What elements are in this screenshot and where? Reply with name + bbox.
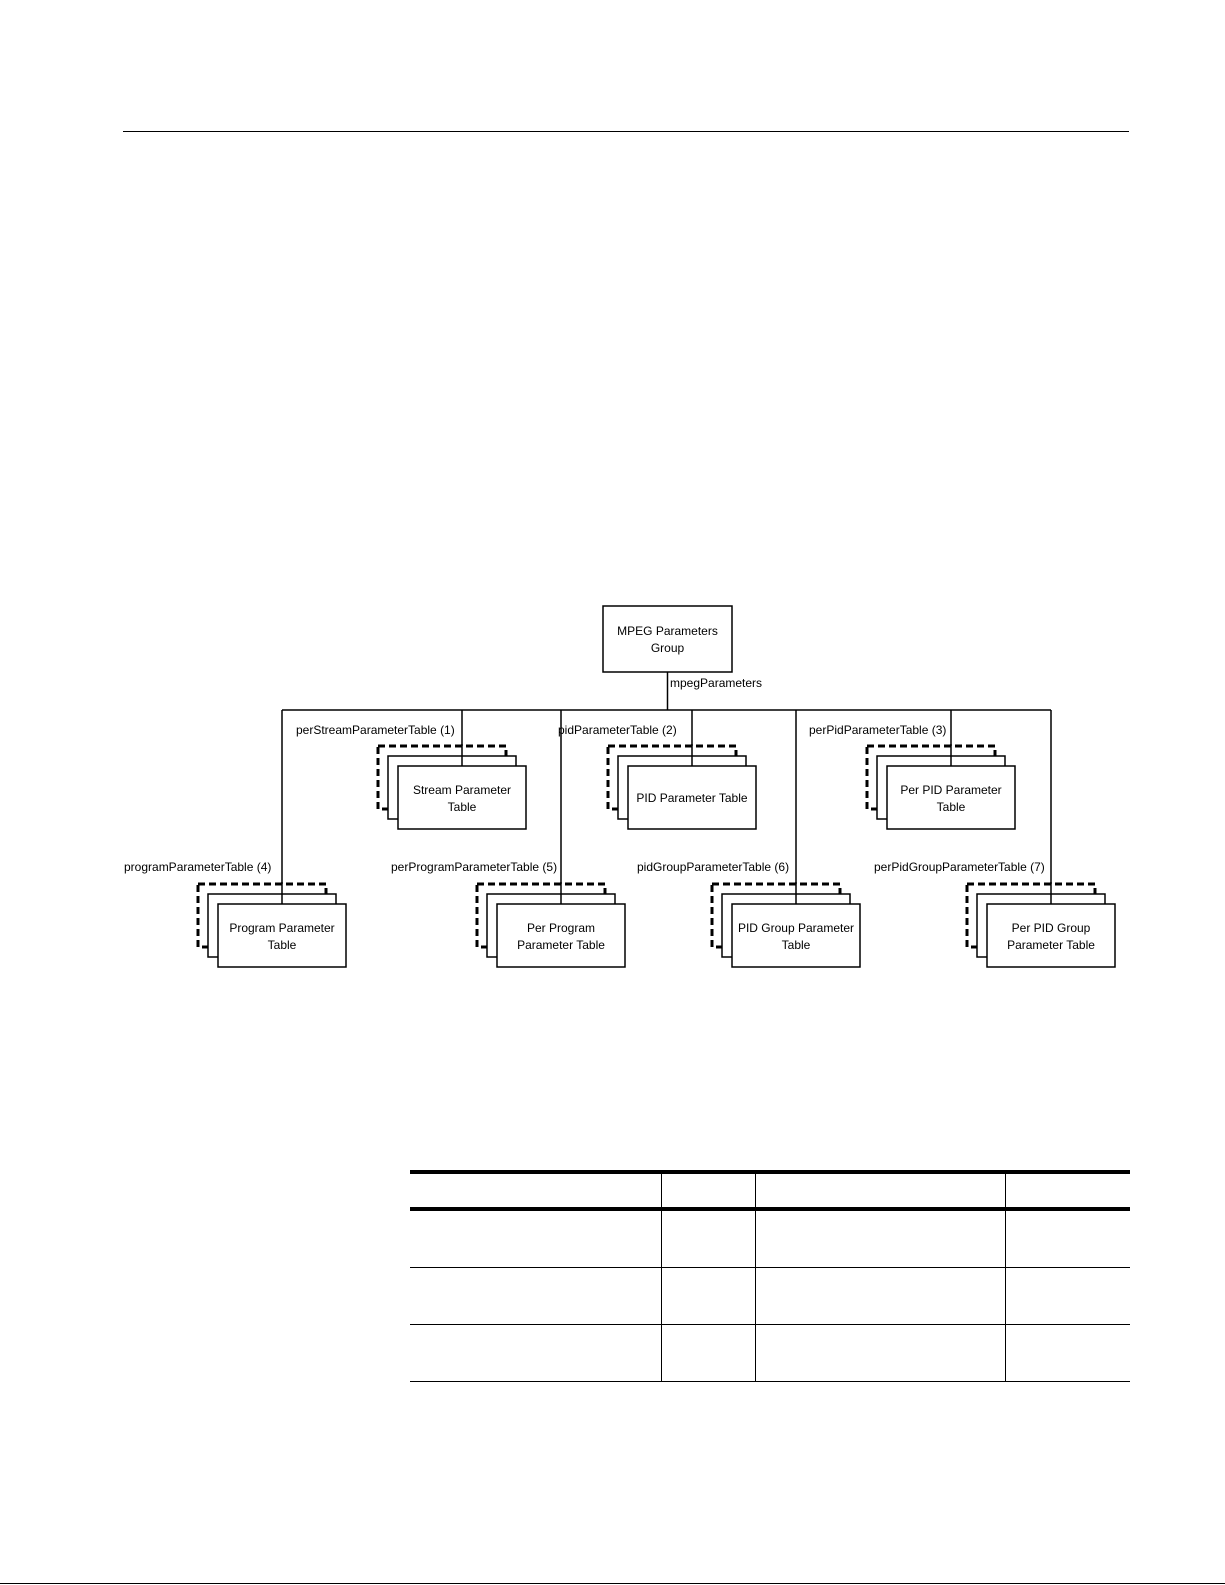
root-node-line1: MPEG Parameters: [617, 624, 718, 638]
table-edge-label: pidParameterTable (2): [558, 723, 677, 737]
table-box: [217, 903, 347, 968]
table-header-cell: [1004, 1170, 1130, 1211]
table-cell: [1004, 1324, 1130, 1382]
header-rule: [123, 131, 1129, 132]
table-row: [410, 1209, 1130, 1268]
table-box-line1: PID Parameter Table: [636, 791, 747, 805]
table-box: [496, 903, 626, 968]
table-row: [410, 1324, 1130, 1382]
table-edge-label: programParameterTable (4): [124, 860, 271, 874]
root-edge-label: mpegParameters: [670, 676, 762, 690]
table-box-line1: Per PID Group: [1012, 921, 1091, 935]
table-cell: [660, 1267, 755, 1325]
table-box-line2: Parameter Table: [1007, 938, 1095, 952]
table-cell: [1004, 1267, 1130, 1325]
table-cell: [410, 1209, 661, 1268]
table-header-cell: [410, 1170, 661, 1211]
table-header-row: [410, 1170, 1130, 1211]
table-box-line1: Per PID Parameter: [900, 783, 1001, 797]
table-node: PID Group ParameterTable: [710, 882, 861, 968]
table-cell: [410, 1324, 661, 1382]
table-node: Per PID GroupParameter Table: [965, 882, 1116, 968]
table-nodes: Stream ParameterTable perStreamParameterT…: [124, 723, 1116, 968]
table-edge-label: pidGroupParameterTable (6): [637, 860, 789, 874]
parameter-table: [410, 1170, 1130, 1382]
table-cell: [754, 1324, 1005, 1382]
table-cell: [1004, 1209, 1130, 1268]
table-box-line2: Table: [448, 800, 477, 814]
table-box-line2: Table: [782, 938, 811, 952]
table-box-line2: Table: [937, 800, 966, 814]
table-box-line1: Program Parameter: [229, 921, 334, 935]
table-edge-label: perPidParameterTable (3): [809, 723, 946, 737]
table-header-cell: [754, 1170, 1005, 1211]
table-row: [410, 1267, 1130, 1325]
table-node: Per PID ParameterTable: [865, 744, 1016, 830]
table-header-cell: [660, 1170, 755, 1211]
table-node: Program ParameterTable: [196, 882, 347, 968]
table-box: [397, 765, 527, 830]
table-box: [986, 903, 1116, 968]
table-node: PID Parameter Table: [606, 744, 757, 830]
table-node: Stream ParameterTable: [376, 744, 527, 830]
table-cell: [660, 1324, 755, 1382]
table-box: [627, 765, 757, 830]
footer-rule: [0, 1583, 1225, 1584]
table-edge-label: perStreamParameterTable (1): [296, 723, 455, 737]
table-box-line2: Parameter Table: [517, 938, 605, 952]
root-node-line2: Group: [651, 641, 685, 655]
table-box-line1: Stream Parameter: [413, 783, 511, 797]
table-cell: [660, 1209, 755, 1268]
table-box-line2: Table: [268, 938, 297, 952]
table-box-line1: Per Program: [527, 921, 595, 935]
table-edge-label: perProgramParameterTable (5): [391, 860, 557, 874]
table-edge-label: perPidGroupParameterTable (7): [874, 860, 1045, 874]
root-node: MPEG Parameters Group: [602, 605, 733, 673]
table-cell: [754, 1209, 1005, 1268]
table-box-line1: PID Group Parameter: [738, 921, 854, 935]
table-cell: [410, 1267, 661, 1325]
table-box: [731, 903, 861, 968]
table-node: Per ProgramParameter Table: [475, 882, 626, 968]
table-box: [886, 765, 1016, 830]
table-cell: [754, 1267, 1005, 1325]
